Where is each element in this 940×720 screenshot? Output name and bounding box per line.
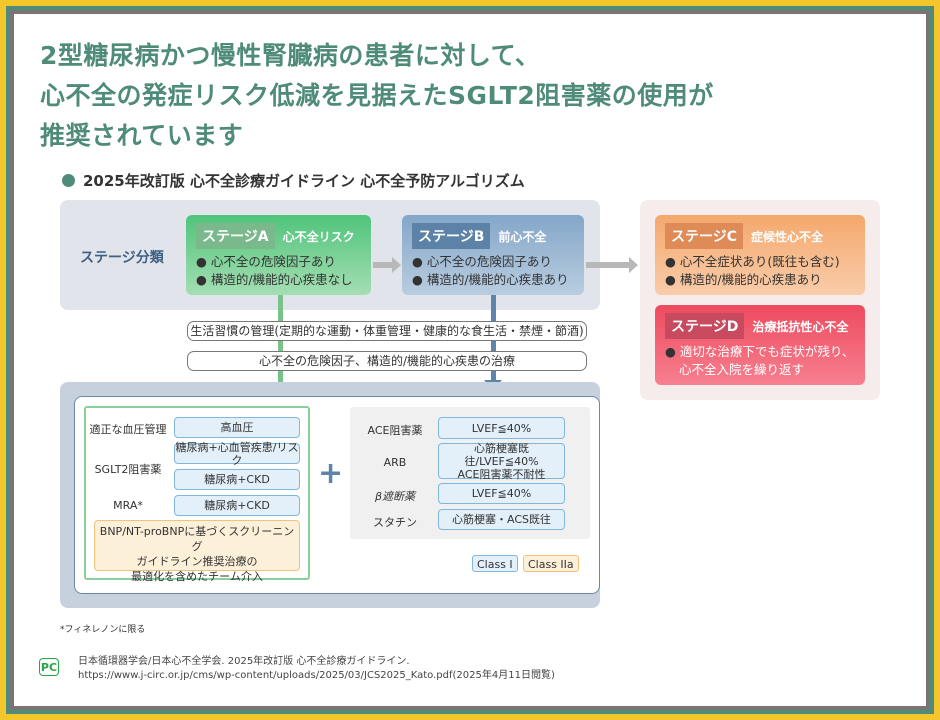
row-label: ACE阻害薬 [367,424,423,437]
indication-box: 糖尿病+CKD [174,495,300,516]
stage-tag: ステージB [412,223,491,249]
indication-line: 心筋梗塞既往/LVEF≦40% [464,441,539,468]
stage-item-text: 心不全入院を繰り返す [679,362,805,377]
title-line-3: 推奨されています [40,121,244,150]
treatment-pill: 心不全の危険因子、構造的/機能的心疾患の治療 [187,351,587,371]
footnote: *フィネレノンに限る [60,625,146,635]
stage-c-card: ステージC 症候性心不全 心不全症状あり(既往も含む)構造的/機能的心疾患あり [655,215,865,295]
stage-item: 心不全症状あり(既往も含む) [665,253,865,271]
stage-label: ステージ分類 [80,250,164,266]
bullet-dot-icon [62,174,75,187]
stage-a-connector [278,295,283,395]
stage-b-card: ステージB 前心不全 心不全の危険因子あり構造的/機能的心疾患あり [402,215,584,295]
arrow-right-icon [586,257,638,273]
indication-box: 糖尿病+CKD [174,469,300,490]
indication-box: LVEF≦40% [438,483,565,504]
stage-tag: ステージC [665,223,743,249]
lifestyle-pill: 生活習慣の管理(定期的な運動・体重管理・健康的な食生活・禁煙・節酒) [187,321,587,341]
stage-name: 症候性心不全 [751,229,824,244]
stage-name: 治療抵抗性心不全 [752,319,849,334]
team-line: BNP/NT-proBNPに基づくスクリーニング [99,525,295,553]
stage-d-card: ステージD 治療抵抗性心不全 適切な治療下でも症状が残り、心不全入院を繰り返す [655,305,865,385]
legend-class-1: Class I [472,555,518,572]
stage-item-continued: 心不全入院を繰り返す [665,361,865,379]
stage-item: 心不全の危険因子あり [196,253,371,271]
reference-url: https://www.j-circ.or.jp/cms/wp-content/… [78,670,555,681]
stage-item: 構造的/機能的心疾患あり [665,271,865,289]
plus-icon: + [318,456,344,491]
row-label: SGLT2阻害薬 [94,463,162,476]
indication-box: 心筋梗塞既往/LVEF≦40% ACE阻害薬不耐性 [438,441,565,481]
stage-item: 構造的/機能的心疾患なし [196,271,371,289]
title-line-1: 2型糖尿病かつ慢性腎臓病の患者に対して、 [40,41,541,70]
indication-box: 高血圧 [174,417,300,438]
indication-box: LVEF≦40% [438,417,565,439]
row-label: MRA* [113,499,143,512]
title-line-2: 心不全の発症リスク低減を見据えたSGLT2阻害薬の使用が [40,81,714,110]
team-line: ガイドライン推奨治療の [136,555,258,568]
section-heading-text: 2025年改訂版 心不全診療ガイドライン 心不全予防アルゴリズム [83,172,525,190]
indication-line: ACE阻害薬不耐性 [457,467,546,481]
pc-logo-icon: PC [39,658,59,676]
stage-a-card: ステージA 心不全リスク 心不全の危険因子あり構造的/機能的心疾患なし [186,215,371,295]
row-label: 適正な血圧管理 [89,423,167,436]
row-label: ARB [383,456,407,469]
row-label: スタチン [373,516,417,529]
stage-tag: ステージD [665,313,745,339]
section-heading: 2025年改訂版 心不全診療ガイドライン 心不全予防アルゴリズム [62,170,525,191]
stage-a-treatment-box [84,406,310,580]
legend-class-2a: Class IIa [523,555,579,572]
arrow-right-icon [373,257,401,273]
indication-box: 糖尿病+心血管疾患/リスク [174,440,300,467]
page-title: 2型糖尿病かつ慢性腎臓病の患者に対して、 心不全の発症リスク低減を見据えたSGL… [40,36,714,156]
stage-name: 心不全リスク [282,229,355,244]
stage-item: 構造的/機能的心疾患あり [412,271,584,289]
row-label: β遮断薬 [374,490,416,503]
stage-tag: ステージA [196,223,275,249]
team-intervention-box: BNP/NT-proBNPに基づくスクリーニング ガイドライン推奨治療の 最適化… [94,520,300,583]
indication-box: 心筋梗塞・ACS既往 [438,509,565,530]
reference: 日本循環器学会/日本心不全学会. 2025年改訂版 心不全診療ガイドライン. h… [78,655,555,683]
reference-citation: 日本循環器学会/日本心不全学会. 2025年改訂版 心不全診療ガイドライン. [78,656,410,667]
stage-name: 前心不全 [498,229,547,244]
stage-item: 適切な治療下でも症状が残り、 [665,343,865,361]
stage-item: 心不全の危険因子あり [412,253,584,271]
team-line: 最適化を含めたチーム介入 [131,570,263,583]
